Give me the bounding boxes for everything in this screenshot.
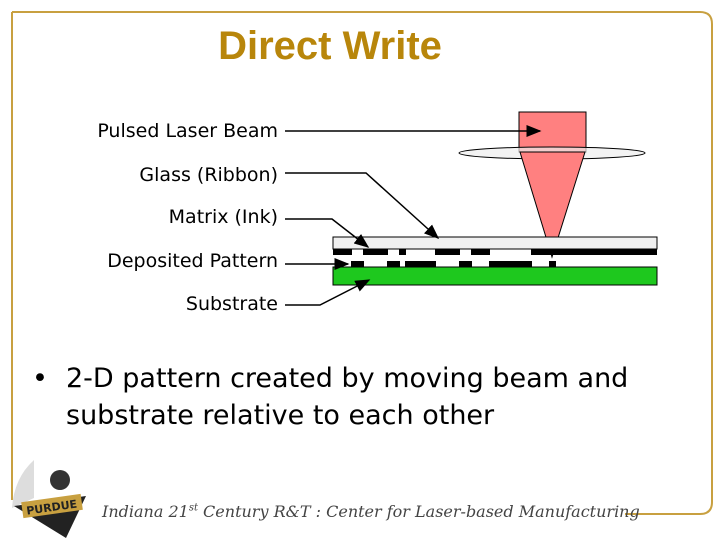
laser-cone <box>519 151 586 259</box>
arrow-matrix <box>285 218 370 248</box>
laser-beam <box>518 111 587 153</box>
matrix-ink-layer <box>333 249 657 255</box>
bullet-item: 2-D pattern created by moving beam and s… <box>66 363 629 431</box>
bullet-icon: • <box>32 363 48 394</box>
footer-text: Indiana 21st Century R&T : Center for La… <box>102 502 640 521</box>
arrow-substrate <box>285 279 371 306</box>
label-glass-ribbon: Glass (Ribbon) <box>139 164 278 186</box>
purdue-logo: PURDUE <box>12 460 86 538</box>
glass-ribbon <box>332 236 658 250</box>
label-deposited-pattern: Deposited Pattern <box>107 250 278 272</box>
deposited-pattern <box>351 261 556 267</box>
label-pulsed-laser-beam: Pulsed Laser Beam <box>97 120 278 142</box>
label-matrix-ink: Matrix (Ink) <box>168 206 278 228</box>
bullet-list: • 2-D pattern created by moving beam and… <box>32 360 706 434</box>
slide-title: Direct Write <box>218 24 442 68</box>
arrow-glass <box>285 172 440 240</box>
substrate <box>332 266 658 286</box>
label-substrate: Substrate <box>185 293 278 315</box>
